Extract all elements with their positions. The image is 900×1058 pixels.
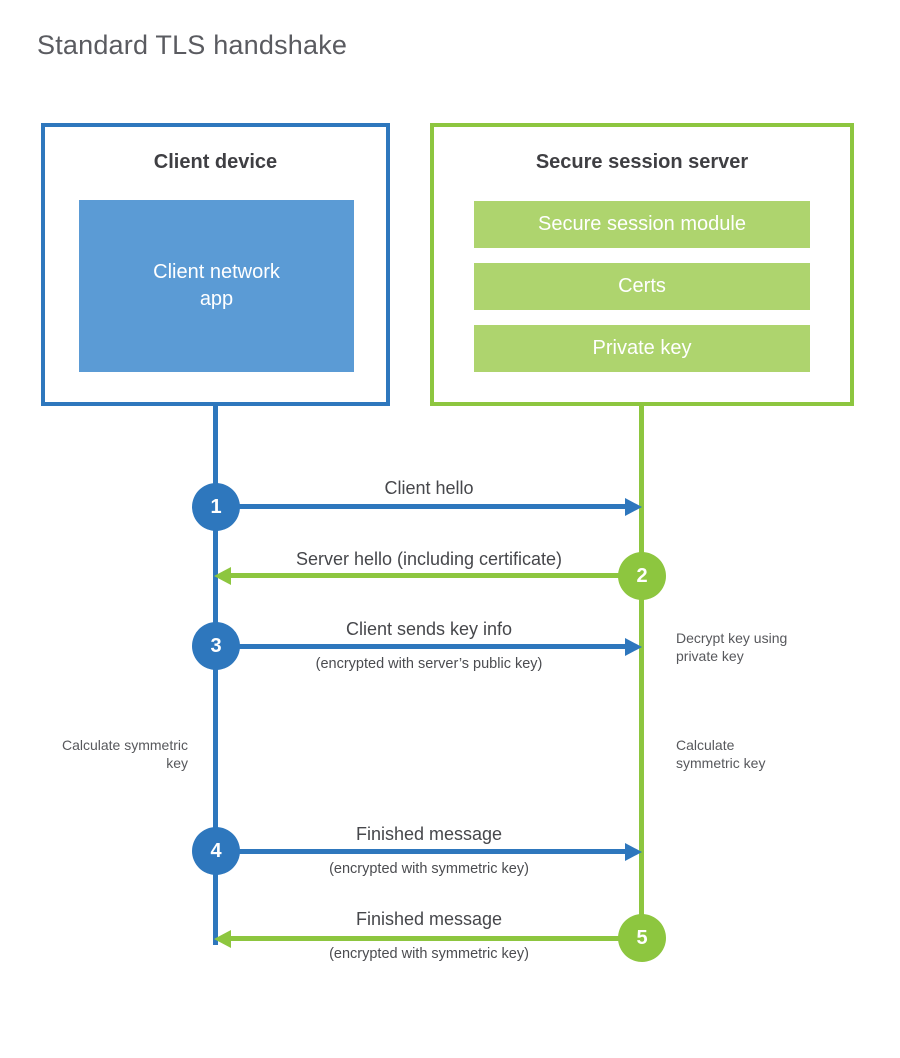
arrow-line-step-4 xyxy=(216,849,628,854)
arrow-line-step-3 xyxy=(216,644,628,649)
step-circle-4: 4 xyxy=(192,827,240,875)
arrowhead-left-icon xyxy=(214,567,231,585)
note-calculate-symmetric-key-server: Calculate symmetric key xyxy=(676,737,766,771)
diagram-title: Standard TLS handshake xyxy=(37,30,348,60)
message-label-client-hello: Client hello xyxy=(384,478,474,498)
server-module-certs: Certs xyxy=(474,263,810,310)
arrowhead-right-icon xyxy=(625,638,642,656)
arrowhead-left-icon xyxy=(214,930,231,948)
message-label-client-key-info: Client sends key info xyxy=(345,619,513,639)
message-label-finished-client: Finished message xyxy=(355,824,503,844)
note-calculate-symmetric-key-client: Calculate symmetric key xyxy=(61,737,188,771)
arrow-line-step-5 xyxy=(231,936,642,941)
server-lifeline xyxy=(639,405,644,940)
message-sublabel-encrypted-symmetric-key: (encrypted with symmetric key) xyxy=(329,946,529,962)
message-sublabel-encrypted-public-key: (encrypted with server’s public key) xyxy=(315,656,543,672)
message-sublabel-encrypted-symmetric-key: (encrypted with symmetric key) xyxy=(329,861,529,877)
secure-session-server-title: Secure session server xyxy=(535,151,749,173)
server-module-secure-session-module: Secure session module xyxy=(474,201,810,248)
step-circle-5: 5 xyxy=(618,914,666,962)
arrowhead-right-icon xyxy=(625,843,642,861)
client-device-title: Client device xyxy=(153,151,278,173)
message-label-finished-server: Finished message xyxy=(355,909,503,929)
message-label-server-hello: Server hello (including certificate) xyxy=(295,549,563,569)
step-circle-1: 1 xyxy=(192,483,240,531)
step-circle-3: 3 xyxy=(192,622,240,670)
step-circle-2: 2 xyxy=(618,552,666,600)
arrow-line-step-2 xyxy=(231,573,642,578)
client-network-app-label: Client network app xyxy=(153,261,280,310)
server-module-private-key: Private key xyxy=(474,325,810,372)
note-decrypt-key: Decrypt key using private key xyxy=(676,630,788,664)
arrow-line-step-1 xyxy=(216,504,628,509)
arrowhead-right-icon xyxy=(625,498,642,516)
client-lifeline xyxy=(213,405,218,945)
client-network-app-block: Client network app xyxy=(79,200,354,372)
